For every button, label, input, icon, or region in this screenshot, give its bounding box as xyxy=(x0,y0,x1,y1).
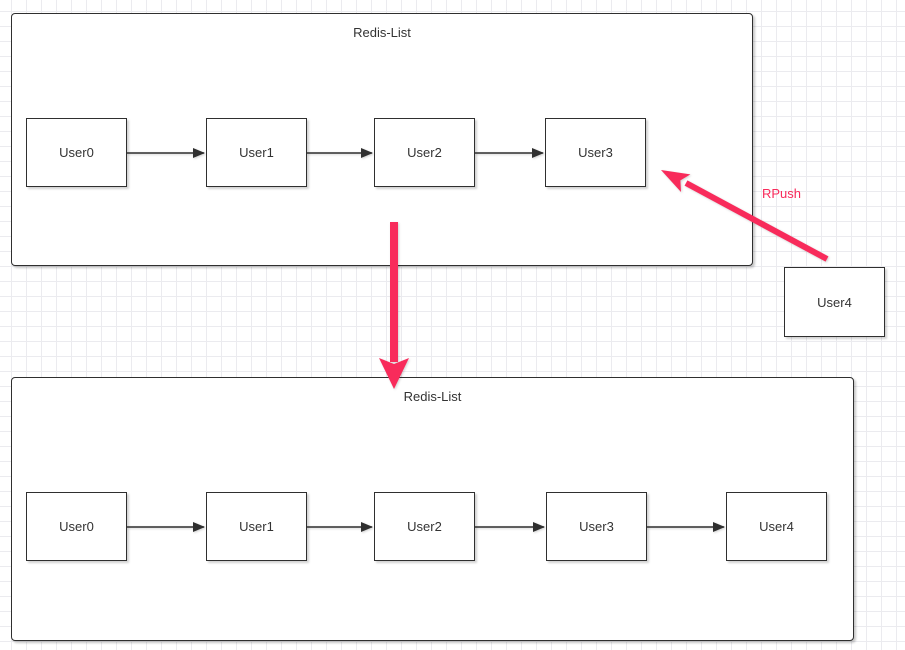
node-top-user2: User2 xyxy=(374,118,475,187)
node-pending-user4: User4 xyxy=(784,267,885,337)
node-bottom-user3: User3 xyxy=(546,492,647,561)
node-top-user0: User0 xyxy=(26,118,127,187)
node-bottom-user1: User1 xyxy=(206,492,307,561)
node-top-user1: User1 xyxy=(206,118,307,187)
container-title-bottom: Redis-List xyxy=(403,389,462,404)
container-title-top: Redis-List xyxy=(353,25,411,40)
node-top-user3: User3 xyxy=(545,118,646,187)
node-bottom-user2: User2 xyxy=(374,492,475,561)
redis-list-container-bottom: Redis-List xyxy=(11,377,854,641)
node-bottom-user4: User4 xyxy=(726,492,827,561)
node-bottom-user0: User0 xyxy=(26,492,127,561)
rpush-label: RPush xyxy=(762,186,802,201)
